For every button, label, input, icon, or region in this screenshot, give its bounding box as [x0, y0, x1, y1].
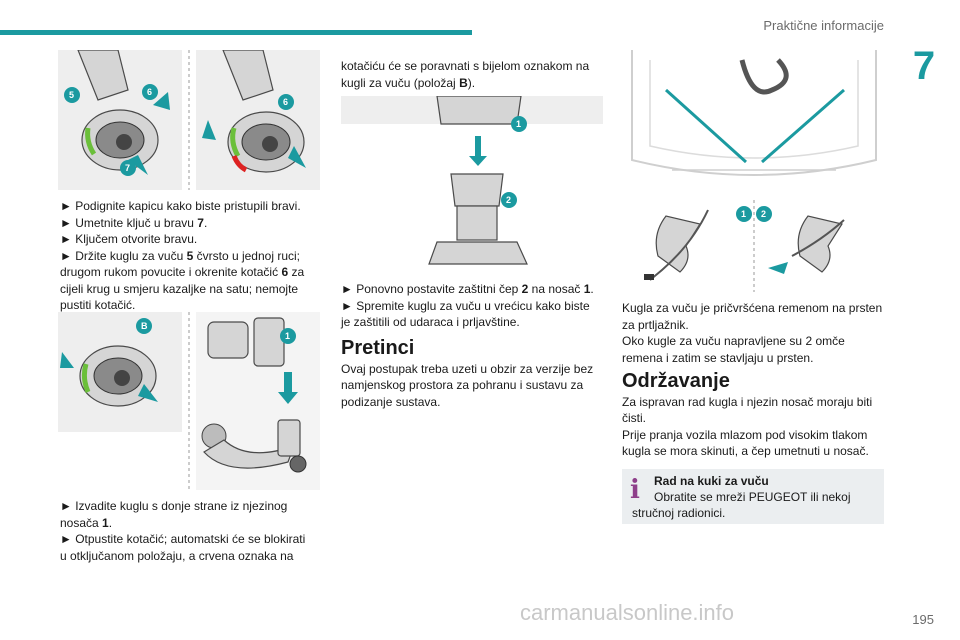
info-icon: i — [630, 475, 640, 505]
illustration-boot-ring — [631, 50, 877, 176]
step-6-line2: u otključanom položaju, a crvena oznaka … — [60, 548, 294, 563]
col1-instructions: ► Podignite kapicu kako biste pristupili… — [60, 198, 322, 314]
pretinci-line1: Ovaj postupak treba uzeti u obzir za ver… — [341, 361, 594, 376]
badge-6: 6 — [142, 84, 158, 100]
svg-text:1: 1 — [741, 209, 746, 219]
odrz-line4: kugla se mora skinuti, a čep umetnuti u … — [622, 444, 869, 458]
badge-2: 2 — [756, 206, 772, 222]
info-note: i Rad na kuki za vuču Obratite se mreži … — [622, 469, 884, 524]
step-4-line2: drugom rukom povucite i okrenite kotačić… — [60, 265, 305, 279]
svg-text:7: 7 — [125, 163, 130, 173]
illustration-protective-cap: 1 2 — [341, 96, 603, 265]
header-accent-bar — [0, 30, 472, 35]
pretinci-line2: namjenskog prostora za pohranu i sustavu… — [341, 378, 584, 392]
badge-5: 5 — [64, 87, 80, 103]
pretinci-line3: podizanje sustava. — [341, 394, 441, 409]
svg-text:B: B — [141, 321, 148, 331]
step-8: ► Spremite kuglu za vuču u vrećicu kako … — [341, 298, 590, 313]
step-2: ► Umetnite ključ u bravu 7. — [60, 215, 208, 230]
step-5: ► Izvadite kuglu s donje strane iz njezi… — [60, 499, 288, 513]
note-title: Rad na kuki za vuču — [654, 474, 769, 488]
step-8-line2: je zaštitili od udaraca i prljavštine. — [341, 315, 520, 329]
step-4-line3: cijeli krug u smjeru kazaljke na satu; n… — [60, 281, 299, 296]
page-number: 195 — [912, 612, 934, 627]
col2-line2: kugli za vuču (položaj B). — [341, 75, 476, 90]
step-3: ► Ključem otvorite bravu. — [60, 232, 198, 246]
badge-6b: 6 — [278, 94, 294, 110]
step-1: ► Podignite kapicu kako biste pristupili… — [60, 199, 301, 213]
svg-text:6: 6 — [283, 97, 288, 107]
col1-instructions-2: ► Izvadite kuglu s donje strane iz njezi… — [60, 498, 322, 564]
badge-1: 1 — [511, 116, 527, 132]
illustration-unlock-towball: 5 6 7 6 — [58, 50, 320, 190]
col3-text: Kugla za vuču je pričvršćena remenom na … — [622, 300, 888, 366]
svg-text:5: 5 — [69, 90, 74, 100]
col3-line4: remena i zatim se stavljaju u prsten. — [622, 350, 814, 365]
section-odrzavanje: Održavanje Za ispravan rad kugla i njezi… — [622, 370, 888, 460]
note-body: Obratite se mreži PEUGEOT ili nekoj stru… — [632, 490, 851, 520]
col3-line2: za prtljažnik. — [622, 317, 689, 332]
heading-pretinci: Pretinci — [341, 337, 415, 359]
col2-line1: kotačiću će se poravnati s bijelom oznak… — [341, 59, 590, 73]
badge-1: 1 — [280, 328, 296, 344]
badge-7: 7 — [120, 160, 136, 176]
illustration-remove-towball: B 1 — [58, 312, 320, 490]
badge-B: B — [136, 318, 152, 334]
svg-text:6: 6 — [147, 87, 152, 97]
section-title: Praktične informacije — [763, 18, 884, 33]
col3-line3: Oko kugle za vuču napravljene su 2 omče — [622, 334, 845, 348]
svg-text:2: 2 — [506, 195, 511, 205]
step-5-line2: nosača 1. — [60, 515, 113, 530]
step-7: ► Ponovno postavite zaštitni čep 2 na no… — [341, 282, 594, 296]
step-4: ► Držite kuglu za vuču 5 čvrsto u jednoj… — [60, 248, 300, 263]
odrz-line3: Prije pranja vozila mlazom pod visokim t… — [622, 427, 868, 442]
step-6: ► Otpustite kotačić; automatski će se bl… — [60, 532, 306, 546]
badge-2: 2 — [501, 192, 517, 208]
step-4-line4: pustiti kotačić. — [60, 298, 136, 312]
svg-text:2: 2 — [761, 209, 766, 219]
odrz-line1: Za ispravan rad kugla i njezin nosač mor… — [622, 394, 873, 409]
col2-text-top: kotačiću će se poravnati s bijelom oznak… — [341, 58, 603, 91]
svg-text:1: 1 — [285, 331, 290, 341]
svg-text:1: 1 — [516, 119, 521, 129]
heading-odrzavanje: Održavanje — [622, 370, 730, 392]
illustration-strap-loops: 1 2 — [644, 200, 845, 292]
col3-line1: Kugla za vuču je pričvršćena remenom na … — [622, 301, 883, 315]
col2-instructions: ► Ponovno postavite zaštitni čep 2 na no… — [341, 281, 603, 331]
watermark: carmanualsonline.info — [520, 600, 735, 625]
odrz-line2: čisti. — [622, 411, 646, 425]
section-pretinci: Pretinci Ovaj postupak treba uzeti u obz… — [341, 337, 603, 410]
badge-1: 1 — [736, 206, 752, 222]
chapter-number: 7 — [912, 44, 936, 88]
